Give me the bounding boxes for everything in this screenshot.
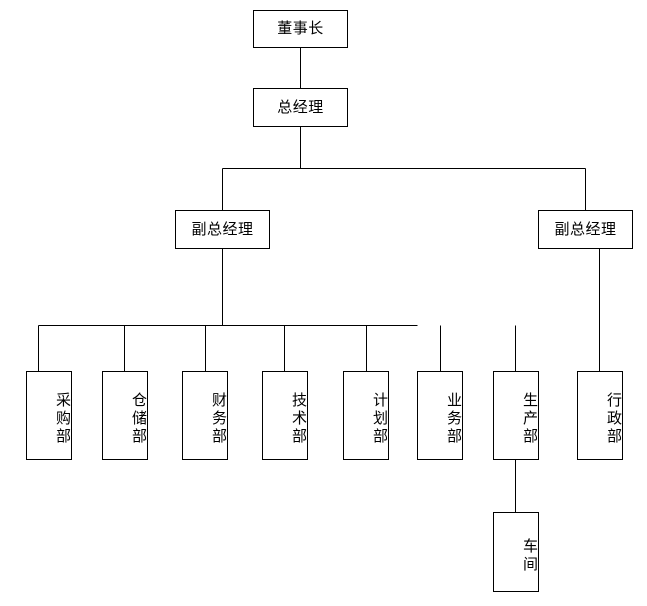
node-general-manager-label: 总经理 bbox=[277, 97, 324, 116]
node-planning[interactable]: 计划部 bbox=[343, 371, 389, 460]
node-warehouse[interactable]: 仓储部 bbox=[102, 371, 148, 460]
node-technology-label: 技术部 bbox=[290, 392, 308, 446]
node-workshop-label: 车间 bbox=[521, 537, 539, 574]
node-warehouse-label: 仓储部 bbox=[130, 392, 148, 446]
node-chairman-label: 董事长 bbox=[277, 19, 324, 38]
node-purchasing[interactable]: 采购部 bbox=[26, 371, 72, 460]
node-administration[interactable]: 行政部 bbox=[577, 371, 623, 460]
node-purchasing-label: 采购部 bbox=[54, 392, 72, 446]
node-production-label: 生产部 bbox=[521, 392, 539, 446]
node-chairman[interactable]: 董事长 bbox=[253, 10, 348, 48]
node-finance[interactable]: 财务部 bbox=[182, 371, 228, 460]
node-administration-label: 行政部 bbox=[605, 392, 623, 446]
node-deputy-gm-right-label: 副总经理 bbox=[554, 219, 617, 238]
node-production[interactable]: 生产部 bbox=[493, 371, 539, 460]
node-technology[interactable]: 技术部 bbox=[262, 371, 308, 460]
node-finance-label: 财务部 bbox=[210, 392, 228, 446]
node-deputy-gm-left[interactable]: 副总经理 bbox=[175, 210, 270, 249]
node-planning-label: 计划部 bbox=[371, 392, 389, 446]
node-business-label: 业务部 bbox=[445, 392, 463, 446]
node-deputy-gm-right[interactable]: 副总经理 bbox=[538, 210, 633, 249]
node-workshop[interactable]: 车间 bbox=[493, 512, 539, 592]
node-business[interactable]: 业务部 bbox=[417, 371, 463, 460]
node-deputy-gm-left-label: 副总经理 bbox=[191, 219, 254, 238]
node-general-manager[interactable]: 总经理 bbox=[253, 88, 348, 127]
